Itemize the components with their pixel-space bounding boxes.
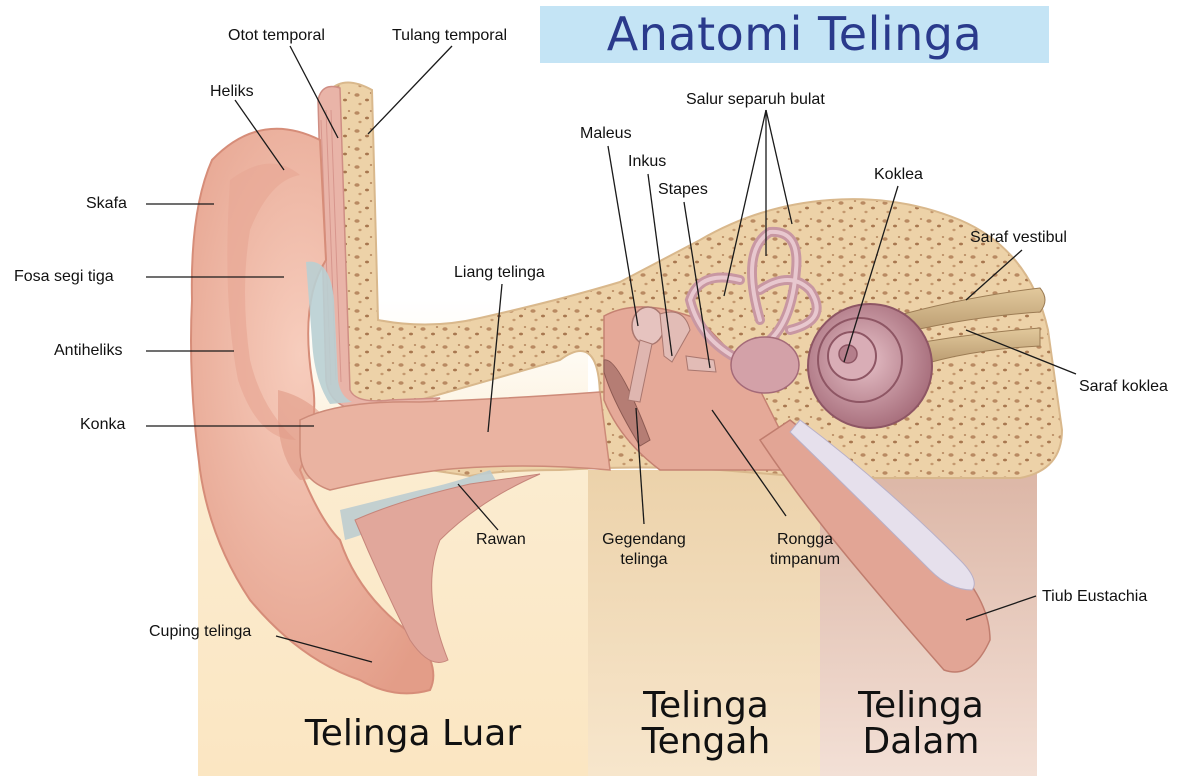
vestibule [731,337,799,393]
label-konka: Konka [80,415,125,435]
label-gegendang-line1: Gegendang [586,530,702,550]
label-salur-separuh-bulat: Salur separuh bulat [686,90,825,110]
region-telinga-dalam: Telinga Dalam [846,688,996,760]
label-tulang-temporal: Tulang temporal [392,26,507,46]
label-rawan: Rawan [476,530,526,550]
label-fosa-segi-tiga: Fosa segi tiga [14,267,114,287]
label-rongga-line1: Rongga [750,530,860,550]
label-stapes: Stapes [658,180,708,200]
title-banner: Anatomi Telinga [540,6,1049,63]
label-tiub-eustachia: Tiub Eustachia [1042,587,1147,607]
label-saraf-koklea: Saraf koklea [1079,377,1168,397]
page-title: Anatomi Telinga [540,6,1049,63]
label-gegendang-telinga: Gegendang telinga [586,530,702,570]
label-gegendang-line2: telinga [586,550,702,570]
region-telinga-tengah: Telinga Tengah [626,688,786,760]
label-antiheliks: Antiheliks [54,341,122,361]
label-skafa: Skafa [86,194,127,214]
label-heliks: Heliks [210,82,254,102]
label-maleus: Maleus [580,124,632,144]
label-cuping-telinga: Cuping telinga [149,622,251,642]
label-liang-telinga: Liang telinga [454,263,545,283]
label-rongga-timpanum: Rongga timpanum [750,530,860,570]
label-inkus: Inkus [628,152,666,172]
region-tengah-line1: Telinga [626,688,786,724]
label-otot-temporal: Otot temporal [228,26,325,46]
label-rongga-line2: timpanum [750,550,860,570]
malleus-bone [632,307,664,345]
label-saraf-vestibul: Saraf vestibul [970,228,1067,248]
region-tengah-line2: Tengah [626,724,786,760]
region-dalam-line2: Dalam [846,724,996,760]
label-koklea: Koklea [874,165,923,185]
region-telinga-luar: Telinga Luar [296,716,530,752]
region-dalam-line1: Telinga [846,688,996,724]
